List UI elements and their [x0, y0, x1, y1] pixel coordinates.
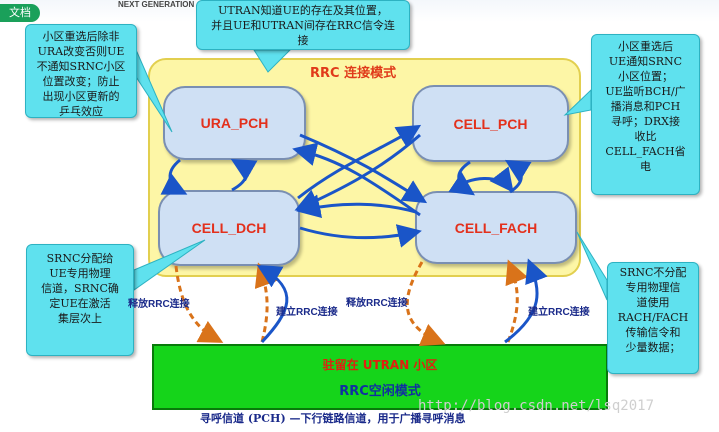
document-tag[interactable]: 文档 [0, 4, 40, 22]
label-establish-left: 建立RRC连接 [276, 307, 338, 318]
state-label: CELL_DCH [191, 220, 267, 236]
arrow-idle-to-dch [256, 264, 289, 344]
arrow-fach-release [405, 261, 446, 346]
arrow-pch-to-fach [448, 160, 475, 196]
arrow-fach-loop [451, 166, 514, 193]
arrow-fach-to-ura [292, 142, 421, 217]
bottom-note: 寻呼信道 (PCH) —下行链路信道，用于广播寻呼消息 [200, 412, 466, 425]
label-release-left: 释放RRC连接 [128, 299, 190, 310]
arrow-ura-to-fach [299, 133, 428, 204]
callout-pointer [576, 231, 608, 301]
arrow-dch-to-ura [230, 159, 258, 192]
label-establish-right: 建立RRC连接 [528, 307, 590, 318]
callout-cell-pch: 小区重选后 UE通知SRNC 小区位置； UE监听BCH/广 播消息和PCH 寻… [591, 34, 700, 195]
state-ura-pch: URA_PCH [163, 86, 306, 160]
state-cell-pch: CELL_PCH [412, 85, 569, 162]
callout-rrc-connected: UTRAN知道UE的存在及其位置， 并且UE和UTRAN间存在RRC信令连 接 [196, 0, 410, 50]
rrc-connected-title: RRC 连接模式 [310, 66, 397, 81]
arrow-idle-to-fach [504, 258, 548, 344]
arrow-pch-to-dch [294, 133, 421, 212]
callout-ura-pch: 小区重选后除非 URA改变否则UE 不通知SRNC小区 位置改变；防止 出现小区… [25, 24, 137, 118]
callout-cell-fach: SRNC不分配 专用物理信 道使用 RACH/FACH 传输信令和 少量数据； [607, 262, 699, 374]
arrow-ura-to-dch [160, 158, 188, 195]
state-label: URA_PCH [200, 115, 269, 131]
arrow-fach-to-dch [296, 194, 417, 219]
arrow-dch-release [174, 265, 224, 343]
arrow-fach-to-pch [504, 159, 532, 194]
brand-text: NEXT GENERATION [118, 0, 195, 9]
rrc-idle-region: 驻留在 UTRAN 小区 RRC空闲模式 [152, 344, 608, 410]
callout-pointer [133, 239, 206, 291]
arrow-fach-establish [505, 259, 528, 343]
callout-cell-dch: SRNC分配给 UE专用物理 信道，SRNC确 定UE在激活 集层次上 [26, 244, 134, 356]
idle-line2: RRC空闲模式 [339, 384, 421, 399]
label-release-right: 释放RRC连接 [346, 298, 408, 309]
arrow-dch-establish [254, 262, 278, 343]
callout-pointer [253, 49, 292, 73]
state-label: CELL_FACH [454, 219, 538, 236]
arrow-dch-to-fach [299, 224, 422, 248]
callout-pointer [563, 88, 592, 116]
watermark: http://blog.csdn.net/lsq2017 [418, 398, 655, 414]
state-label: CELL_PCH [453, 115, 528, 132]
idle-line1: 驻留在 UTRAN 小区 [322, 358, 438, 372]
arrow-dch-to-pch [297, 124, 422, 200]
